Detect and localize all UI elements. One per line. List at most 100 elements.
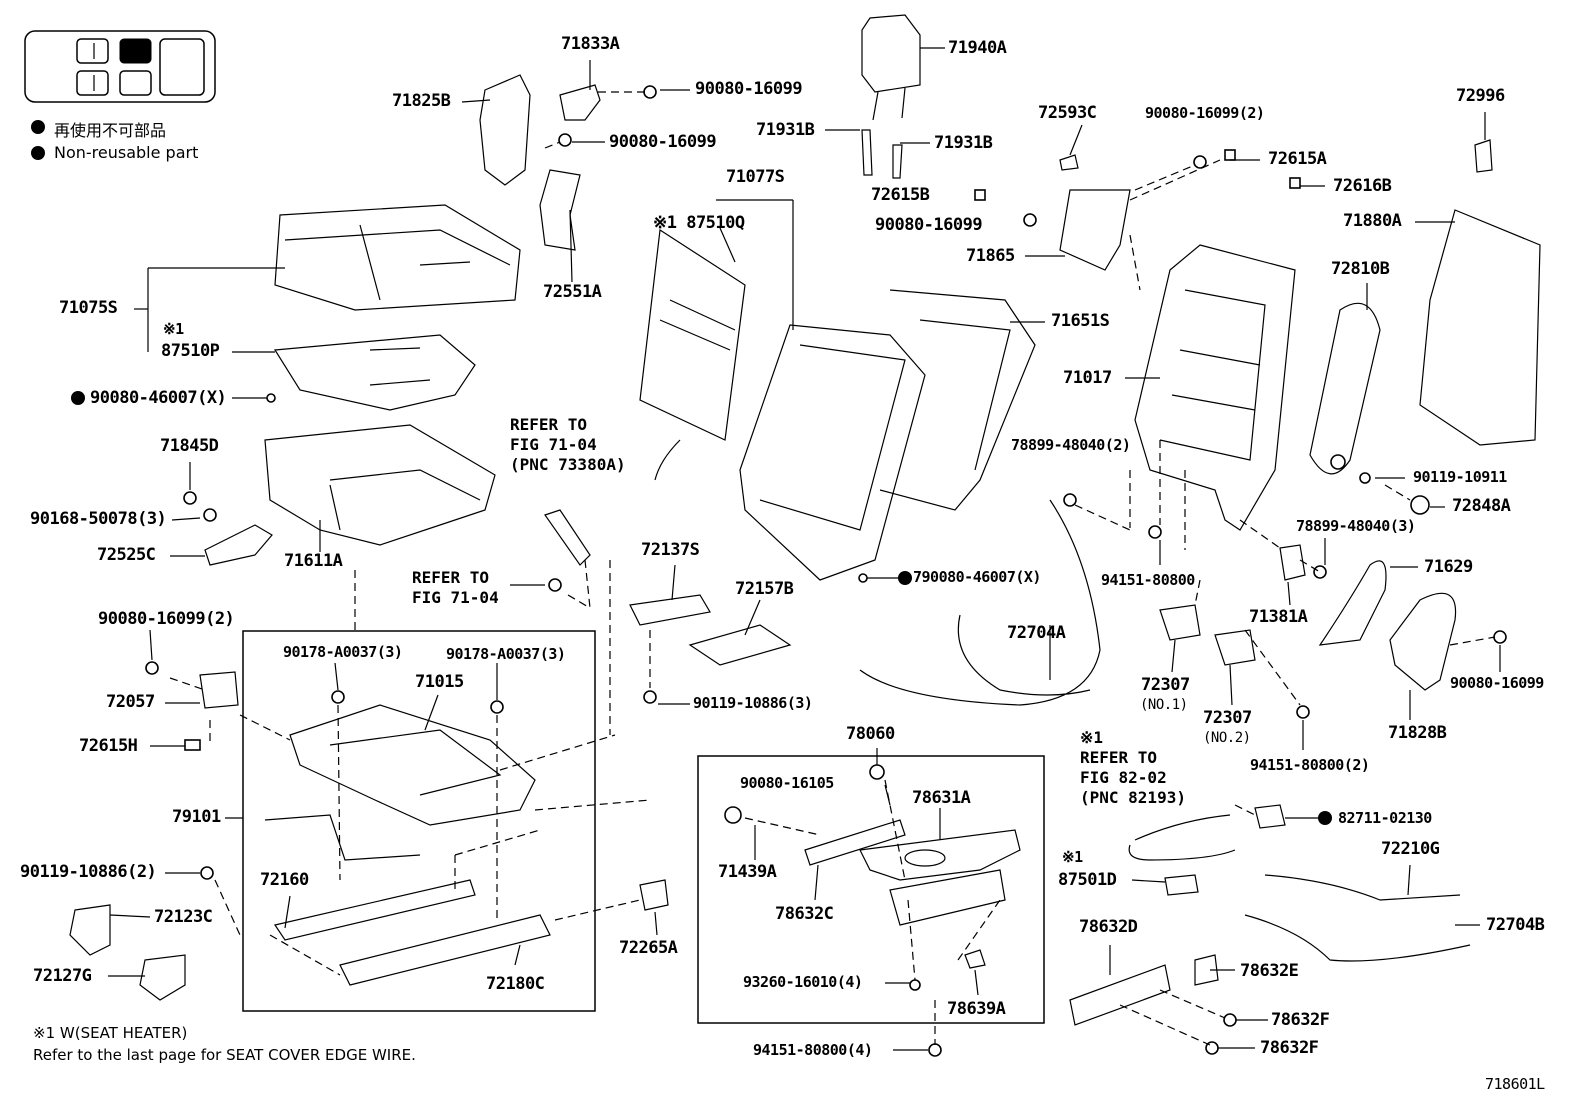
- part-label[interactable]: 790080-46007(X): [913, 568, 1041, 586]
- part-label[interactable]: 71833A: [561, 34, 620, 54]
- part-label[interactable]: 71075S: [59, 298, 118, 318]
- part-label[interactable]: 87501D: [1058, 870, 1117, 890]
- nut-drawing: [928, 1043, 942, 1057]
- part-label[interactable]: 71931B: [756, 120, 815, 140]
- part-label[interactable]: ※1 87510Q: [653, 213, 745, 233]
- part-label[interactable]: 71845D: [160, 436, 219, 456]
- seat-cushion-cover-drawing: [274, 204, 521, 311]
- part-label[interactable]: 78899-48040(3): [1296, 517, 1416, 535]
- part-label[interactable]: 90080-16099(2): [98, 609, 235, 629]
- part-label[interactable]: 78632C: [775, 904, 834, 924]
- part-label[interactable]: 72551A: [543, 282, 602, 302]
- legend-en: Non-reusable part: [54, 143, 199, 162]
- bolt-drawing: [1313, 565, 1327, 579]
- reference-note[interactable]: REFER TO FIG 71-04 (PNC 73380A): [510, 415, 626, 474]
- headrest-support-drawing: [861, 129, 873, 176]
- part-label[interactable]: 90119-10886(3): [693, 694, 813, 712]
- part-label[interactable]: 72615H: [79, 736, 138, 756]
- part-label[interactable]: 72127G: [33, 966, 92, 986]
- part-label[interactable]: 72593C: [1038, 103, 1097, 123]
- part-label[interactable]: 90080-16105: [740, 774, 834, 792]
- console-base-drawing: [889, 869, 1006, 926]
- part-label[interactable]: 72160: [260, 870, 309, 890]
- part-label[interactable]: 78632F: [1260, 1038, 1319, 1058]
- part-label[interactable]: 78632D: [1079, 917, 1138, 937]
- part-label[interactable]: 94151-80800: [1101, 571, 1195, 589]
- cushion-frame-drawing: [289, 704, 536, 826]
- part-label[interactable]: 72057: [106, 692, 155, 712]
- part-label[interactable]: 72157B: [735, 579, 794, 599]
- part-label[interactable]: 94151-80800(2): [1250, 756, 1370, 774]
- armrest-cap-drawing: [1330, 454, 1346, 470]
- part-label[interactable]: 71940A: [948, 38, 1007, 58]
- part-label[interactable]: 71611A: [284, 551, 343, 571]
- part-label[interactable]: 82711-02130: [1338, 809, 1432, 827]
- part-label[interactable]: 71880A: [1343, 211, 1402, 231]
- part-label[interactable]: 72525C: [97, 545, 156, 565]
- part-label[interactable]: 79101: [172, 807, 221, 827]
- part-label[interactable]: 72265A: [619, 938, 678, 958]
- part-label[interactable]: 90178-A0037(3): [283, 643, 403, 661]
- part-label[interactable]: 71865: [966, 246, 1015, 266]
- part-label[interactable]: 71629: [1424, 557, 1473, 577]
- bolt-drawing: [548, 578, 562, 592]
- part-label[interactable]: 78632F: [1271, 1010, 1330, 1030]
- part-label[interactable]: 90119-10911: [1413, 468, 1507, 486]
- part-label[interactable]: 72307: [1141, 675, 1190, 695]
- part-label[interactable]: 72123C: [154, 907, 213, 927]
- track-assembly-box: [242, 630, 596, 1012]
- part-label[interactable]: 72810B: [1331, 259, 1390, 279]
- part-label[interactable]: 90080-16099: [695, 79, 803, 99]
- part-label[interactable]: 71439A: [718, 862, 777, 882]
- part-label[interactable]: 71828B: [1388, 723, 1447, 743]
- part-label[interactable]: 71825B: [392, 91, 451, 111]
- part-label[interactable]: 78631A: [912, 788, 971, 808]
- part-label[interactable]: 72996: [1456, 86, 1505, 106]
- back-heater-drawing: [639, 228, 746, 441]
- clip-82711-drawing: [1254, 804, 1286, 829]
- part-label[interactable]: 72137S: [641, 540, 700, 560]
- part-label[interactable]: 78639A: [947, 999, 1006, 1019]
- part-label[interactable]: 72307: [1203, 708, 1252, 728]
- part-label[interactable]: 71077S: [726, 167, 785, 187]
- cushion-pad-drawing: [264, 424, 496, 546]
- reference-note[interactable]: ※1 REFER TO FIG 82-02 (PNC 82193): [1080, 728, 1186, 807]
- part-label[interactable]: 90080-16099(2): [1145, 104, 1265, 122]
- part-label[interactable]: 72616B: [1333, 176, 1392, 196]
- track-72160-drawing: [274, 879, 476, 941]
- footnote-edge-wire: Refer to the last page for SEAT COVER ED…: [33, 1046, 416, 1064]
- part-label[interactable]: 90080-46007(X): [90, 388, 227, 408]
- part-label[interactable]: 72615A: [1268, 149, 1327, 169]
- part-label[interactable]: 90080-16099: [875, 215, 983, 235]
- part-label[interactable]: 93260-16010(4): [743, 973, 863, 991]
- part-label[interactable]: 72704A: [1007, 623, 1066, 643]
- cable-72210G-drawing: [1264, 874, 1461, 901]
- part-label[interactable]: 72848A: [1452, 496, 1511, 516]
- part-label[interactable]: 72180C: [486, 974, 545, 994]
- part-label[interactable]: 72210G: [1381, 839, 1440, 859]
- part-label[interactable]: 71651S: [1051, 311, 1110, 331]
- part-label[interactable]: 78060: [846, 724, 895, 744]
- part-label[interactable]: 71381A: [1249, 607, 1308, 627]
- assembly-lines: [169, 91, 1496, 1046]
- part-label[interactable]: 71931B: [934, 133, 993, 153]
- reference-note[interactable]: REFER TO FIG 71-04: [412, 568, 499, 607]
- part-label[interactable]: 90168-50078(3): [30, 509, 167, 529]
- part-label[interactable]: 78632E: [1240, 961, 1299, 981]
- cover-72137S-drawing: [629, 594, 711, 626]
- part-label[interactable]: 90080-16099: [1450, 674, 1544, 692]
- part-label[interactable]: 71017: [1063, 368, 1112, 388]
- clip-drawing: [266, 393, 276, 403]
- part-label[interactable]: 90080-16099: [609, 132, 717, 152]
- part-label[interactable]: 90178-A0037(3): [446, 645, 566, 663]
- cable-72704A-drawing: [859, 499, 1101, 706]
- part-label[interactable]: 78899-48040(2): [1011, 436, 1131, 454]
- part-label[interactable]: 72704B: [1486, 915, 1545, 935]
- part-label[interactable]: 72615B: [871, 185, 930, 205]
- part-label[interactable]: 71015: [415, 672, 464, 692]
- connector-87501D-drawing: [1164, 874, 1199, 896]
- part-label[interactable]: 87510P: [161, 341, 220, 361]
- part-label[interactable]: 94151-80800(4): [753, 1041, 873, 1059]
- legend-jp: 再使用不可部品: [54, 121, 167, 140]
- part-label[interactable]: 90119-10886(2): [20, 862, 157, 882]
